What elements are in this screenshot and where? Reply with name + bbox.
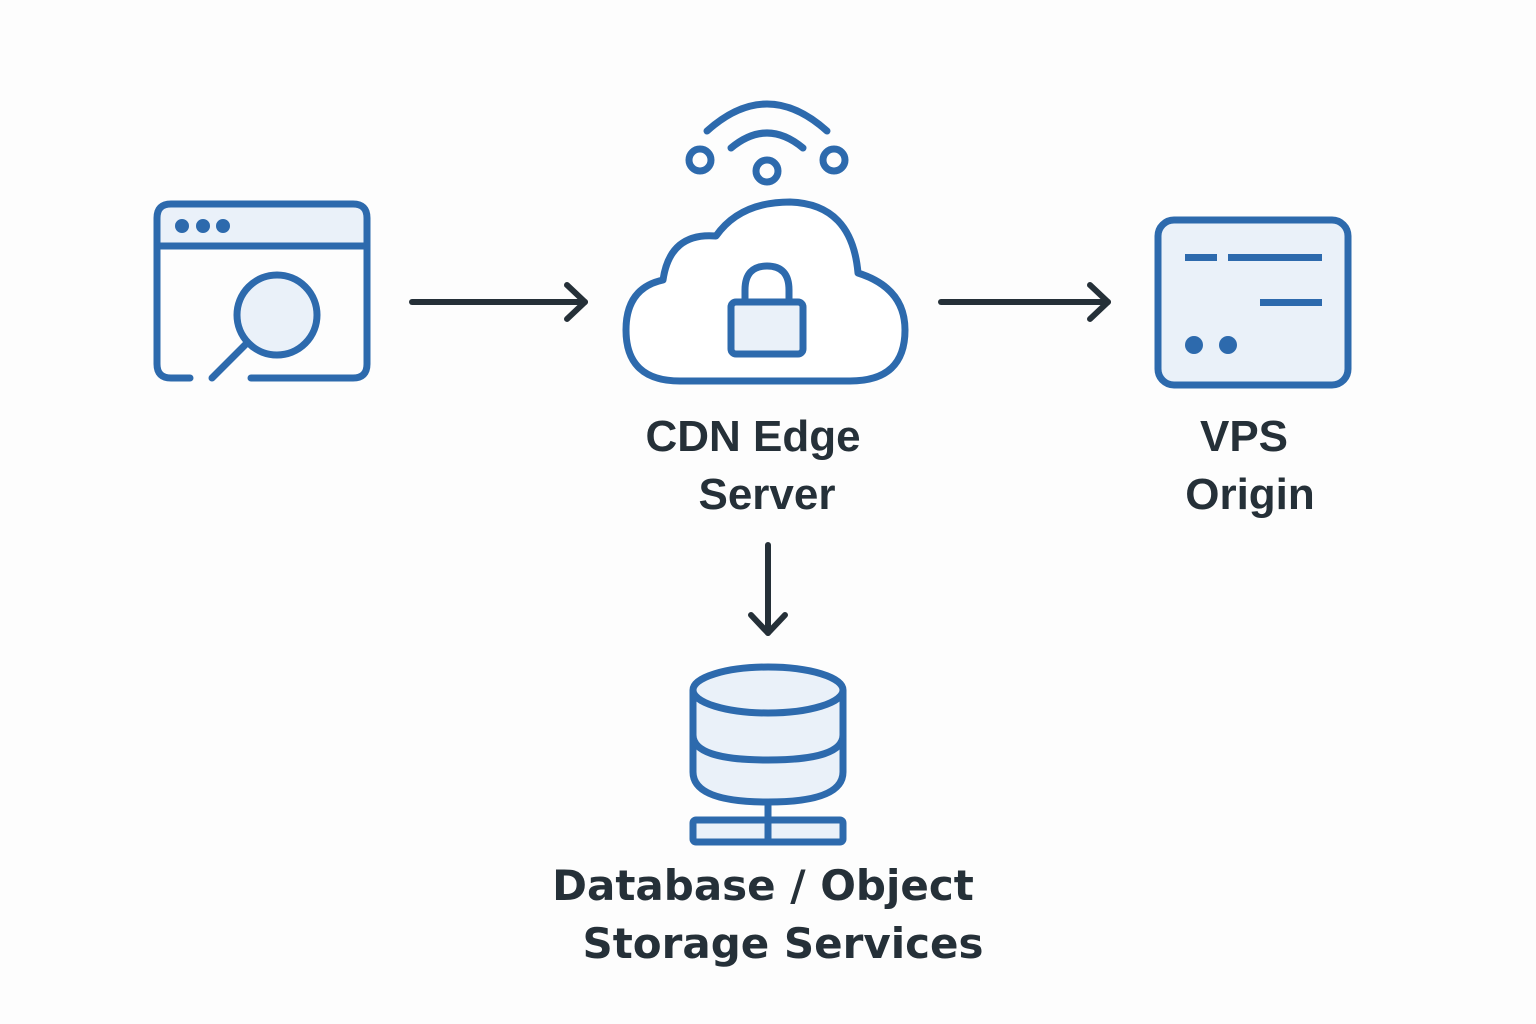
origin-label: VPS Origin	[1100, 408, 1400, 524]
server-panel-icon	[1154, 216, 1352, 389]
cdn-label-line-2: Server	[698, 470, 836, 519]
signal-icon	[685, 100, 849, 186]
browser-search-icon	[153, 200, 371, 382]
cdn-label: CDN Edge Server	[560, 408, 960, 524]
cdn-label-line-1: CDN Edge	[645, 412, 861, 461]
arrow-cdn-to-storage	[748, 542, 788, 636]
storage-label-line-1: Database / Object	[552, 861, 974, 910]
database-icon	[689, 663, 847, 846]
origin-label-line-2: Origin	[1185, 470, 1315, 519]
arrow-cdn-to-origin	[938, 282, 1111, 322]
cloud-lock-icon	[622, 198, 909, 385]
storage-label-line-2: Storage Services	[582, 919, 984, 968]
storage-label: Database / Object Storage Services	[520, 857, 1040, 973]
arrow-client-to-cdn	[409, 282, 588, 322]
origin-label-line-1: VPS	[1199, 412, 1289, 461]
